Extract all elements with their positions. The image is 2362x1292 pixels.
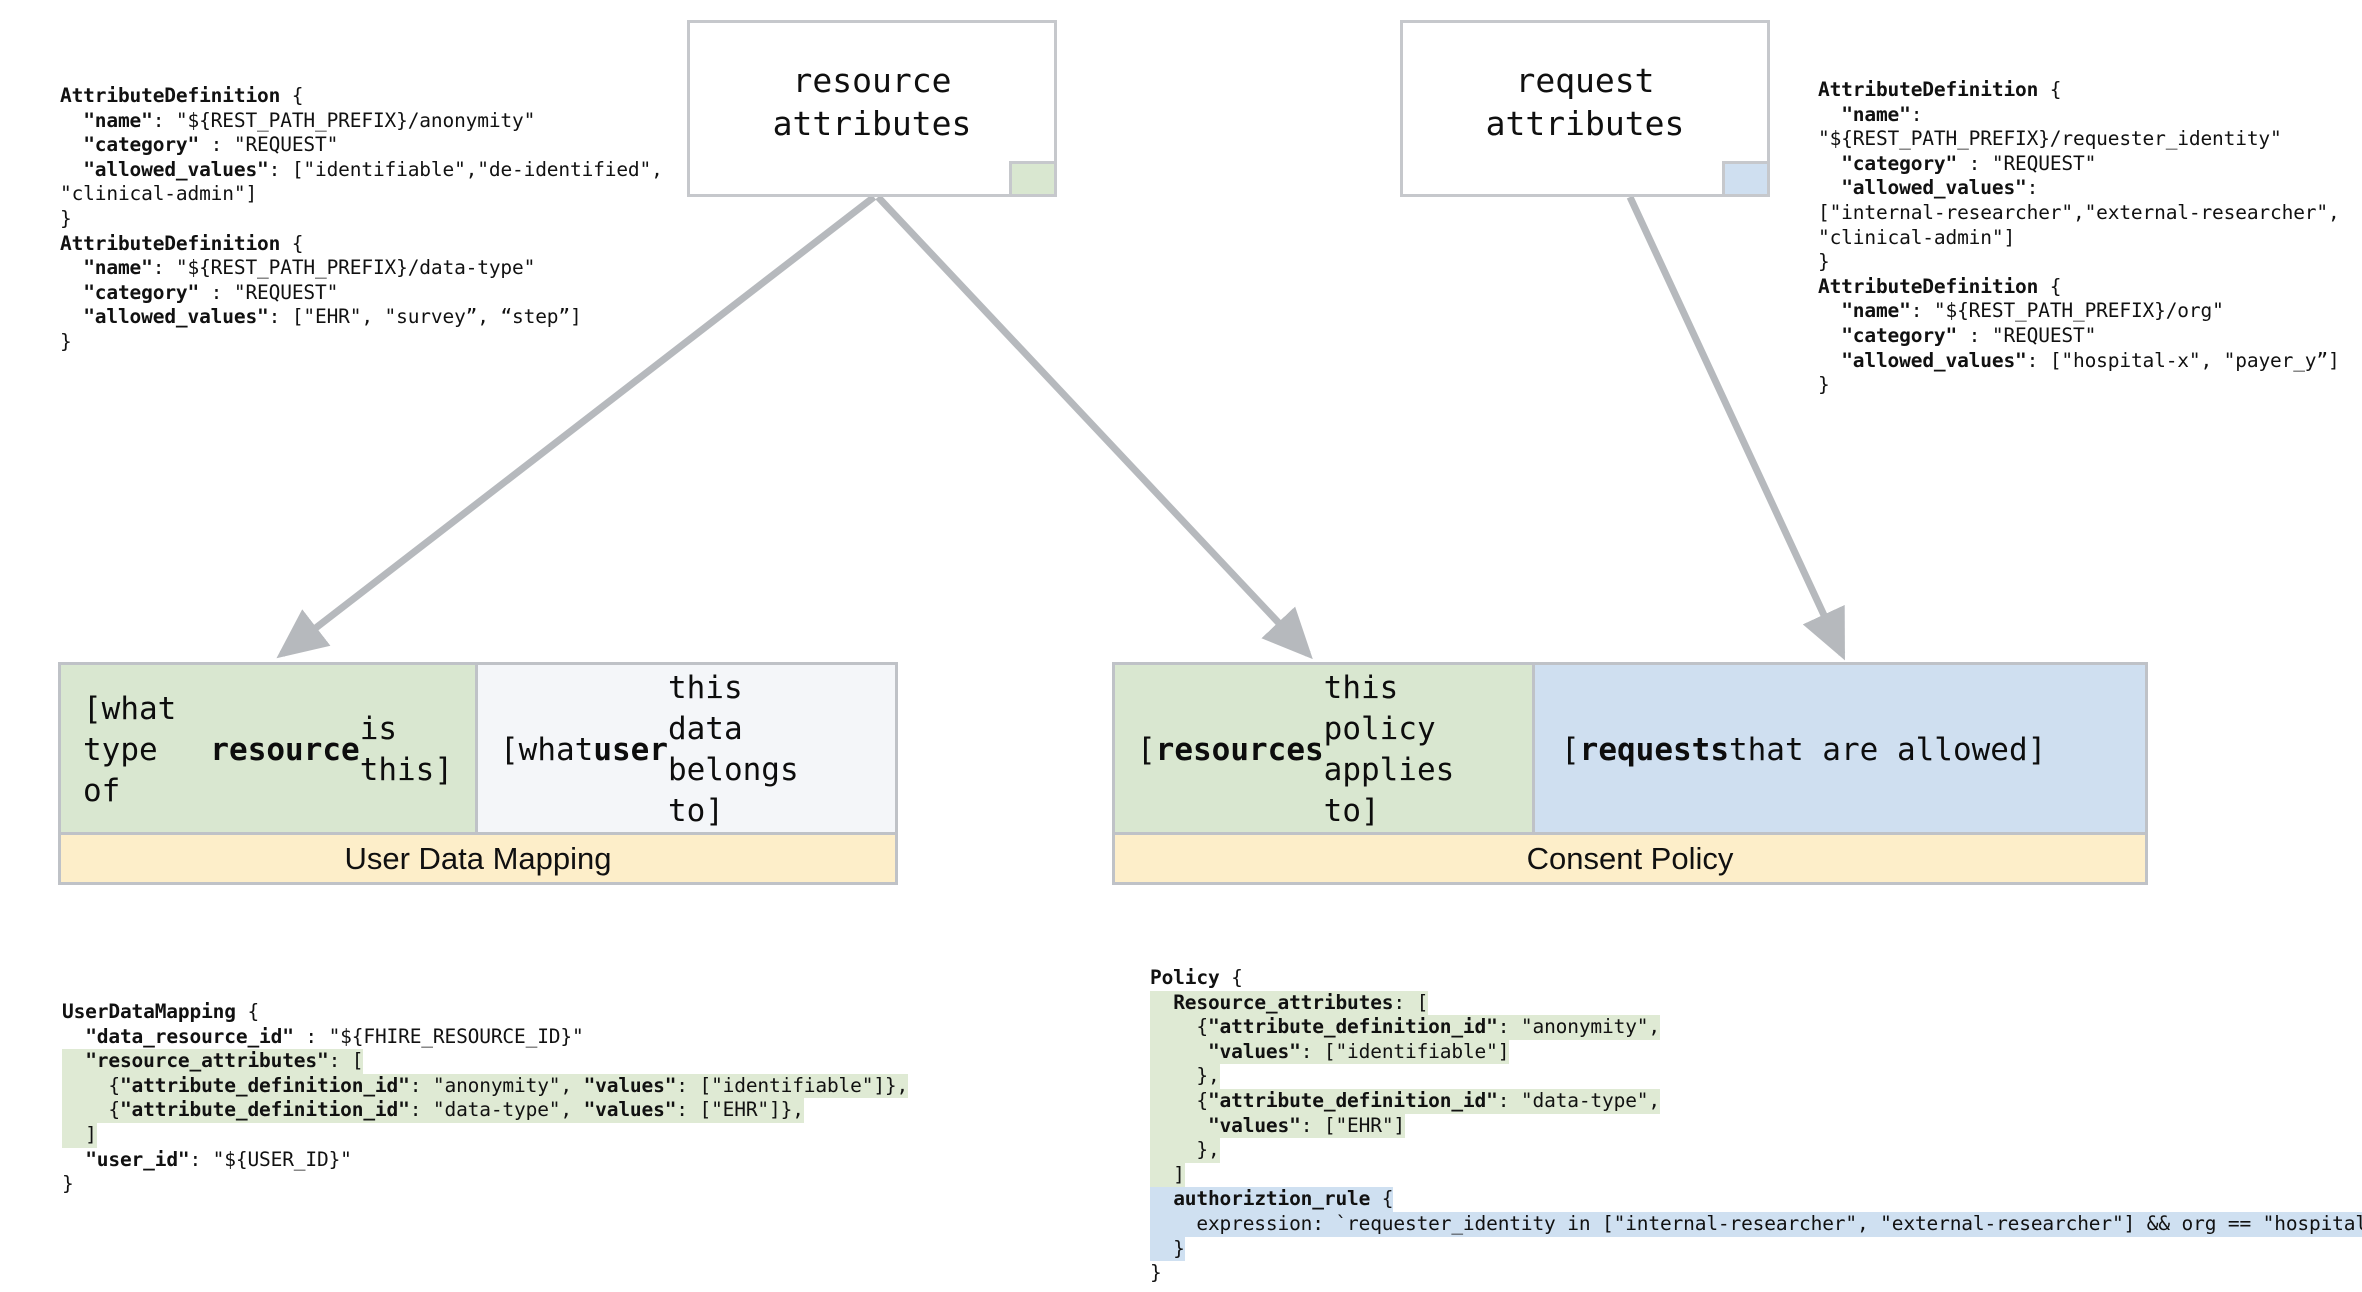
right-attribute-definitions-code: AttributeDefinition { "name": "${REST_PA… — [1818, 78, 2340, 397]
udm-cell-user[interactable]: [what user this data belongs to] — [478, 665, 895, 835]
consent-policy-body: [resources this policy applies to] [requ… — [1115, 665, 2145, 835]
code-line: expression: `requester_identity in ["int… — [1150, 1211, 2362, 1237]
code-line: ] — [62, 1122, 97, 1148]
code-line: authoriztion_rule { — [1150, 1187, 1394, 1212]
code-line: "values": ["EHR"] — [1150, 1113, 1405, 1139]
code-line: } — [1150, 1236, 1185, 1262]
consent-policy-panel[interactable]: [resources this policy applies to] [requ… — [1112, 662, 2148, 885]
user-data-mapping-code: UserDataMapping { "data_resource_id" : "… — [62, 1000, 908, 1197]
code-line: Resource_attributes: [ — [1150, 990, 1428, 1016]
code-line: } — [1150, 1261, 1162, 1285]
user-data-mapping-panel[interactable]: [what type of resource is this] [what us… — [58, 662, 898, 885]
code-line: ] — [1150, 1162, 1185, 1188]
code-line: {"attribute_definition_id": "anonymity",… — [62, 1073, 909, 1099]
code-line: "user_id": "${USER_ID}" — [85, 1147, 352, 1171]
consent-policy-footer-label: Consent Policy — [1115, 832, 2145, 882]
user-data-mapping-footer-label: User Data Mapping — [61, 832, 895, 882]
request-attributes-color-swatch — [1722, 161, 1770, 197]
policy-code: Policy { Resource_attributes: [ {"attrib… — [1150, 966, 2362, 1286]
code-line: }, — [1150, 1064, 1220, 1089]
resource-attributes-box[interactable]: resource attributes — [687, 20, 1057, 197]
left-attribute-definitions-code: AttributeDefinition { "name": "${REST_PA… — [60, 84, 663, 353]
user-data-mapping-body: [what type of resource is this] [what us… — [61, 665, 895, 835]
request-attributes-label: request attributes — [1485, 61, 1685, 143]
policy-cell-divider — [1532, 665, 1535, 835]
udm-cell-divider — [475, 665, 478, 835]
request-attributes-box[interactable]: request attributes — [1400, 20, 1770, 197]
arrow-request-to-policy — [1626, 195, 1846, 661]
code-line: {"attribute_definition_id": "data-type", — [1150, 1088, 1660, 1114]
udm-cell-resource[interactable]: [what type of resource is this] — [61, 665, 475, 835]
code-line: "resource_attributes": [ — [62, 1049, 364, 1074]
policy-cell-resources[interactable]: [resources this policy applies to] — [1115, 665, 1532, 835]
code-line: UserDataMapping { — [62, 1000, 260, 1023]
code-line: Policy { — [1150, 966, 1243, 989]
arrow-resource-to-policy — [875, 194, 1313, 660]
code-line: "data_resource_id" : "${FHIRE_RESOURCE_I… — [85, 1024, 584, 1048]
policy-cell-requests[interactable]: [requests that are allowed] — [1535, 665, 2145, 835]
code-line: }, — [1150, 1138, 1220, 1163]
code-line: } — [62, 1172, 74, 1196]
resource-attributes-label: resource attributes — [772, 61, 972, 143]
code-line: {"attribute_definition_id": "anonymity", — [1150, 1015, 1660, 1040]
resource-attributes-color-swatch — [1009, 161, 1057, 197]
code-line: "values": ["identifiable"] — [1150, 1039, 1509, 1065]
code-line: {"attribute_definition_id": "data-type",… — [62, 1098, 804, 1123]
